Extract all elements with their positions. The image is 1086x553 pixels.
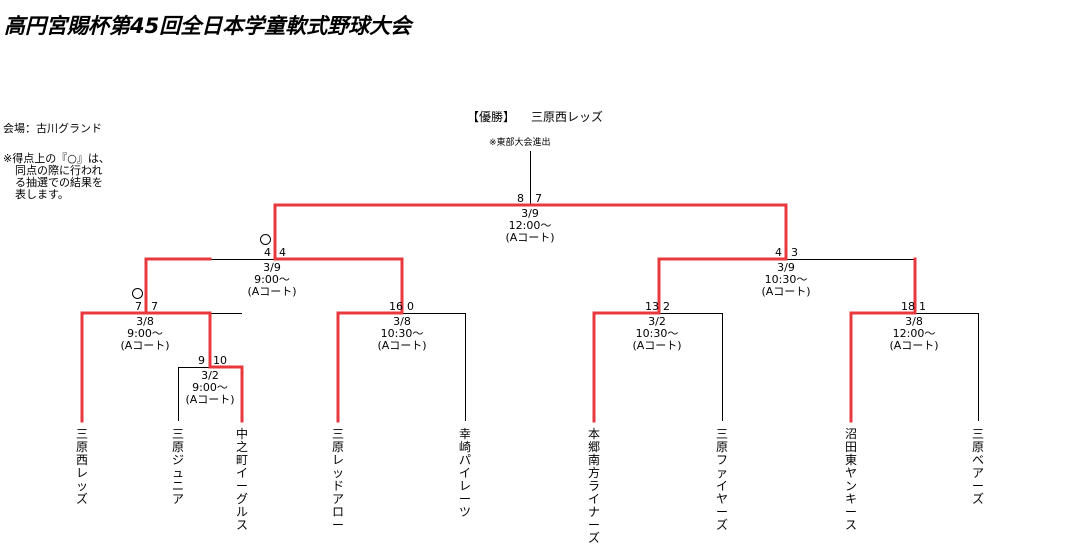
score-left: 4 [775,246,782,259]
match-time: 10:30～ [380,327,424,340]
score-right: 3 [791,246,798,259]
match-court: (Aコート) [377,339,427,352]
match-court: (Aコート) [120,339,170,352]
bracket-line [178,367,210,421]
match-date: 3/8 [393,315,411,328]
match-court: (Aコート) [247,285,297,298]
lottery-win-mark [260,234,271,245]
score-left: 16 [389,300,403,313]
match-date: 3/2 [648,315,666,328]
team-name: 中之町イーグルス [235,427,248,532]
winner-line [144,311,212,369]
match-court: (Aコート) [632,339,682,352]
champion-label: 【優勝】 [467,110,516,124]
east-advance-note: ※東部大会進出 [489,138,551,148]
match-date: 3/2 [201,369,219,382]
team-name: 三原西レッズ [75,427,88,506]
score-right: 10 [213,354,227,367]
match-court: (Aコート) [761,285,811,298]
match-info: 3/9 9:00～ (Aコート) [227,262,317,298]
team-name: 三原レッドアロー [331,427,344,532]
champion-banner: 【優勝】 三原西レッズ [467,111,603,123]
match-court: (Aコート) [505,231,555,244]
match-info: 3/2 9:00～ (Aコート) [165,370,255,406]
team-name: 幸崎パイレーツ [458,427,471,519]
match-time: 9:00～ [192,381,228,394]
match-info: 3/9 10:30～ (Aコート) [741,262,831,298]
note-line: 同点の際に行われ [15,164,103,177]
score-left: 7 [135,300,142,313]
winner-line [528,203,788,261]
score-right: 7 [535,192,542,205]
note-line: ※得点上の『○』は、 [3,152,110,165]
winner-line [144,257,212,315]
match-date: 3/8 [136,315,154,328]
match-time: 9:00～ [254,273,290,286]
match-date: 3/9 [263,261,281,274]
match-court: (Aコート) [185,393,235,406]
champion-team: 三原西レッズ [531,110,604,124]
score-left: 9 [198,354,205,367]
score-left: 4 [264,246,271,259]
winner-line [80,311,148,423]
lottery-note: ※得点上の『○』は、 同点の際に行われ る抽選での結果を 表します。 [3,153,110,201]
score-left: 8 [517,192,524,205]
lottery-win-mark [132,288,143,299]
score-right: 2 [663,300,670,313]
match-info: 3/8 10:30～ (Aコート) [357,316,447,352]
score-left: 13 [645,300,659,313]
bracket-line [659,313,723,421]
winner-line [273,203,532,261]
match-time: 10:30～ [764,273,808,286]
note-line: 表します。 [15,188,69,201]
match-court: (Aコート) [889,339,939,352]
bracket-line [402,313,466,421]
bracket-line [915,313,979,421]
team-name: 三原ファイヤーズ [715,427,728,532]
venue-label: 会場：古川グランド [3,122,102,135]
match-time: 12:00～ [892,327,936,340]
note-line: る抽選での結果を [15,176,103,189]
winner-line [592,257,661,423]
team-name: 三原ベアーズ [971,427,984,506]
match-info: 3/8 12:00～ (Aコート) [869,316,959,352]
match-info: 3/2 10:30～ (Aコート) [612,316,702,352]
score-right: 4 [279,246,286,259]
winner-line [849,257,917,423]
match-info: 3/8 9:00～ (Aコート) [100,316,190,352]
match-time: 9:00～ [127,327,163,340]
match-date: 3/9 [777,261,795,274]
score-right: 1 [919,300,926,313]
match-time: 12:00～ [508,219,552,232]
score-right: 7 [151,300,158,313]
winner-line [336,257,404,423]
match-info: 3/9 12:00～ (Aコート) [485,208,575,244]
team-name: 本郷南方ライナーズ [587,427,600,545]
team-name: 三原ジュニア [171,427,184,506]
match-date: 3/9 [521,207,539,220]
score-left: 18 [901,300,915,313]
winner-line [208,365,244,423]
match-time: 10:30～ [635,327,679,340]
match-date: 3/8 [905,315,923,328]
team-name: 沼田東ヤンキース [844,427,857,532]
score-right: 0 [407,300,414,313]
page-title: 高円宮賜杯第45回全日本学童軟式野球大会 [4,14,412,38]
